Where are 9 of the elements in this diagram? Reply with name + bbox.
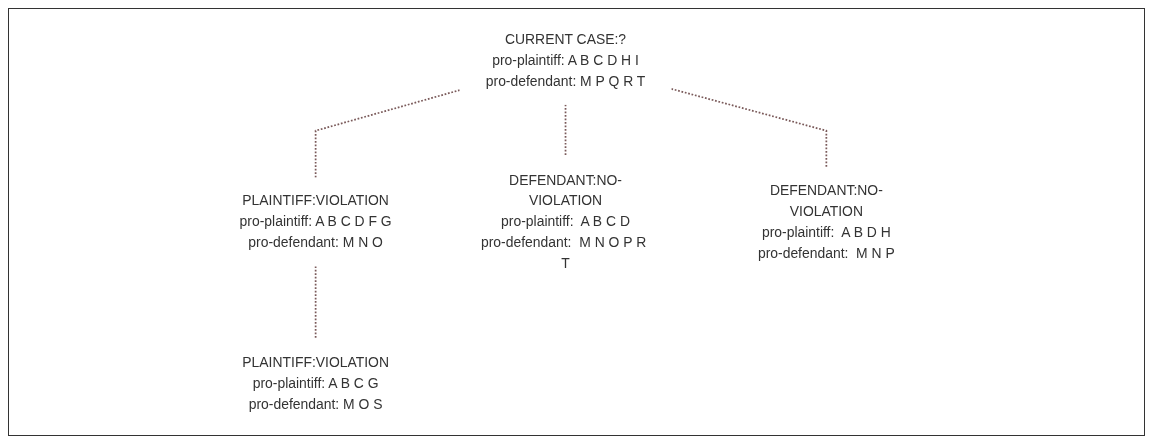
node-text: DEFENDANT:NO-VIOLATION pro-plaintiff: A B C D pro-defendant: M N O P R T	[481, 172, 647, 271]
connector	[670, 88, 828, 169]
node-text: PLAINTIFF:VIOLATION pro-plaintiff: A B C G pro-defendant: M O S	[242, 355, 389, 412]
node-text: CURRENT CASE:? pro-plaintiff: A B C D H I pro-defendant: M P Q R T	[485, 31, 646, 89]
connector	[314, 89, 461, 179]
connector	[314, 265, 317, 341]
node-text: PLAINTIFF:VIOLATION pro-plaintiff: A B C D F G pro-defendant: M N O	[239, 193, 392, 250]
connector	[564, 103, 567, 158]
node-text: DEFENDANT:NO-VIOLATION pro-plaintiff: A B D H pro-defendant: M N P	[757, 182, 895, 261]
